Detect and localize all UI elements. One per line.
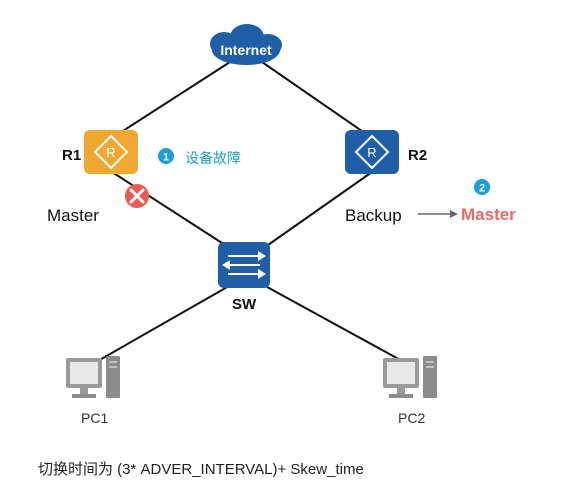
step1-number: 1	[163, 152, 169, 164]
link-r1-sw	[111, 171, 237, 253]
step1-badge-icon: 1	[158, 148, 174, 164]
arrow-right-icon	[418, 210, 458, 218]
step2-badge-icon: 2	[474, 179, 490, 195]
link-internet-r1	[111, 61, 231, 139]
pc2-icon	[383, 356, 437, 398]
fault-x-icon	[125, 184, 149, 208]
r2-new-role-label: Master	[461, 205, 516, 224]
internet-cloud-icon: Internet	[210, 24, 282, 65]
r2-role-label: Backup	[345, 206, 402, 225]
svg-text:R: R	[367, 145, 376, 160]
r1-role-label: Master	[47, 206, 99, 225]
r2-label: R2	[408, 147, 428, 164]
router-r2-icon: R	[345, 130, 399, 174]
svg-text:R: R	[106, 145, 115, 160]
switch-label: SW	[232, 296, 257, 313]
pc1-icon	[66, 356, 120, 398]
link-sw-pc2	[257, 281, 405, 363]
r1-label: R1	[62, 147, 82, 164]
link-r2-sw	[257, 171, 373, 253]
link-internet-r2	[261, 61, 373, 139]
router-r1-icon: R	[84, 130, 138, 174]
pc2-label: PC2	[398, 410, 426, 426]
switch-sw-icon	[218, 242, 270, 288]
step2-number: 2	[479, 183, 485, 195]
switchover-time-note: 切换时间为 (3* ADVER_INTERVAL)+ Skew_time	[38, 461, 364, 478]
pc1-label: PC1	[81, 410, 109, 426]
internet-label: Internet	[220, 42, 272, 58]
link-sw-pc1	[95, 281, 237, 363]
step1-text: 设备故障	[185, 150, 241, 166]
